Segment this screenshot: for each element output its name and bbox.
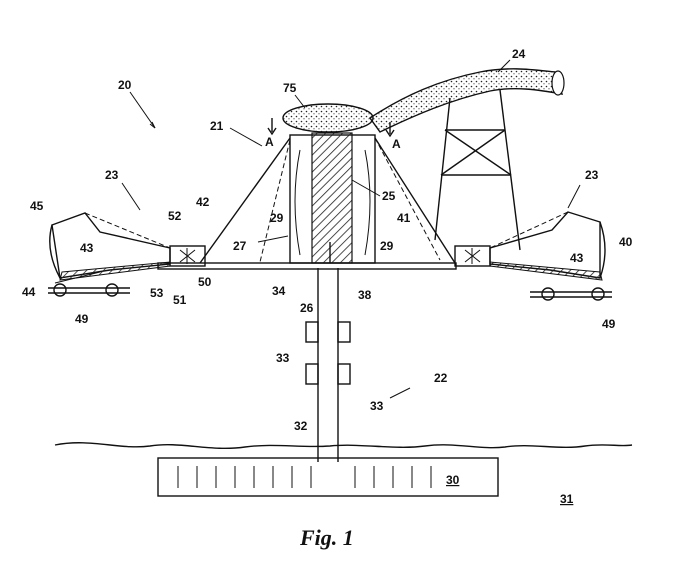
label-30: 30 <box>446 473 460 487</box>
frame-dashed-lines <box>259 137 441 263</box>
label-23-left: 23 <box>105 168 119 182</box>
label-24: 24 <box>512 47 526 61</box>
label-29-right: 29 <box>380 239 394 253</box>
label-33-upper: 33 <box>276 351 290 365</box>
label-51: 51 <box>173 293 187 307</box>
label-27: 27 <box>233 239 247 253</box>
duct-pipe <box>369 68 564 133</box>
label-25: 25 <box>382 189 396 203</box>
leader-lines <box>121 59 581 399</box>
ground-line <box>54 442 633 450</box>
label-20: 20 <box>118 78 132 92</box>
triangular-frame <box>199 137 456 264</box>
label-41: 41 <box>397 211 411 225</box>
foundation-ticks <box>177 466 432 488</box>
label-42: 42 <box>196 195 210 209</box>
label-32: 32 <box>294 419 308 433</box>
label-38: 38 <box>358 288 372 302</box>
foundation-slab <box>157 457 499 497</box>
label-31: 31 <box>560 492 574 506</box>
label-53: 53 <box>150 286 164 300</box>
support-tower <box>317 268 339 462</box>
tower-collars <box>305 321 351 385</box>
reference-labels: 20 21 A 75 24 A 23 23 25 45 52 42 29 41 … <box>22 47 633 506</box>
central-column <box>289 132 376 264</box>
label-34: 34 <box>272 284 286 298</box>
label-29-left: 29 <box>270 211 284 225</box>
right-wind-intake <box>454 211 612 301</box>
section-arrows <box>267 118 395 138</box>
label-44: 44 <box>22 285 36 299</box>
label-23-right: 23 <box>585 168 599 182</box>
label-21: 21 <box>210 119 224 133</box>
label-40: 40 <box>619 235 633 249</box>
label-A-right: A <box>392 137 401 151</box>
top-cap <box>282 103 374 133</box>
label-49-right: 49 <box>602 317 616 331</box>
label-33-lower: 33 <box>370 399 384 413</box>
label-50: 50 <box>198 275 212 289</box>
label-52: 52 <box>168 209 182 223</box>
duct-support-truss <box>434 89 521 251</box>
figure-caption: Fig. 1 <box>299 525 354 550</box>
left-wind-intake <box>48 212 206 297</box>
label-26: 26 <box>300 301 314 315</box>
label-75: 75 <box>283 81 297 95</box>
label-22: 22 <box>434 371 448 385</box>
label-45: 45 <box>30 199 44 213</box>
label-43-right: 43 <box>570 251 584 265</box>
label-43-left: 43 <box>80 241 94 255</box>
label-A-left: A <box>265 135 274 149</box>
label-49-left: 49 <box>75 312 89 326</box>
duct-end <box>551 70 565 96</box>
